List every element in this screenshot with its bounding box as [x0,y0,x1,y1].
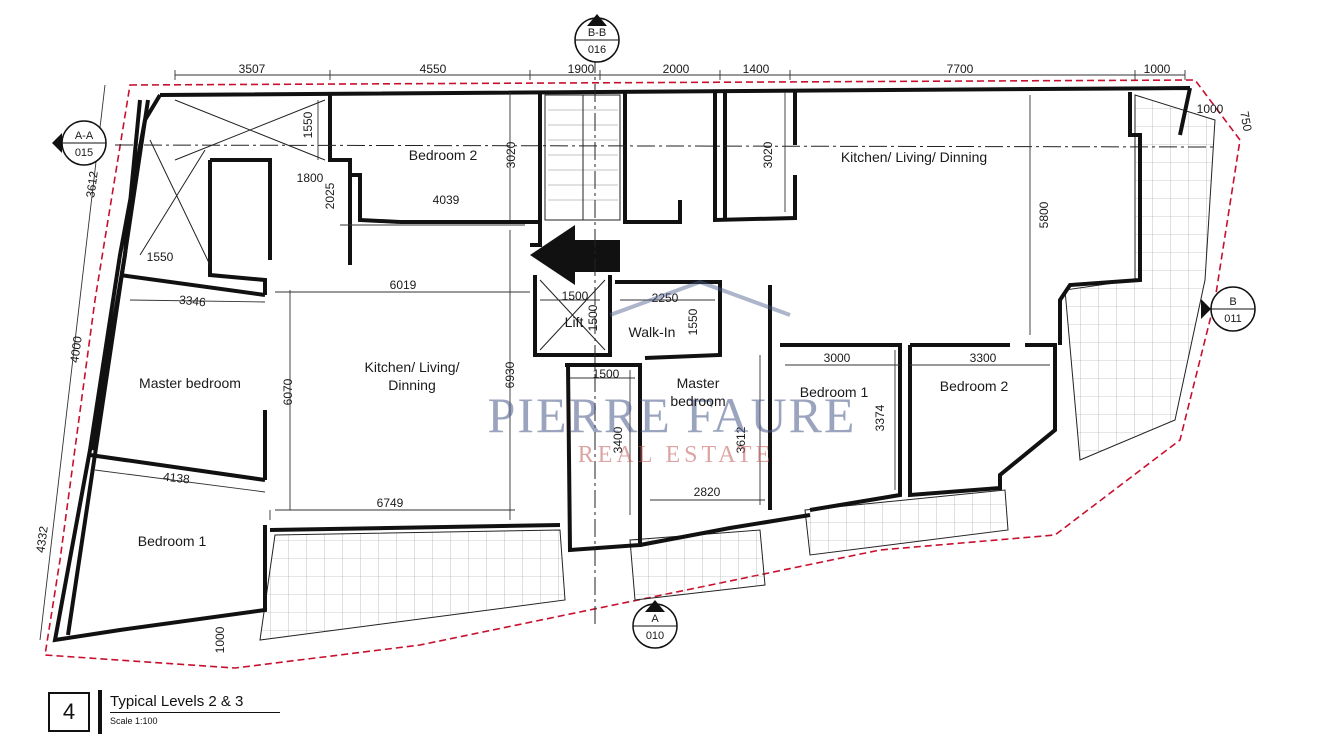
entrance-arrow [530,225,620,285]
room-walk-in: Walk-In [629,324,676,340]
marker-aa-top: A-A [75,130,94,142]
watermark-name: PIERRE FAURE [488,387,857,443]
dim-top-2000: 2000 [663,62,690,76]
dim-4138: 4138 [162,470,190,487]
dim-1500-b: 1500 [586,304,600,331]
marker-b-bottom: 011 [1224,313,1242,325]
terrace-right [804,489,1009,556]
dim-3400: 3400 [611,426,625,453]
dim-3612-b: 3612 [734,426,748,453]
room-master-bedroom-left: Master bedroom [139,375,241,391]
center-line-h [114,144,1216,148]
drawing-title: Typical Levels 2 & 3 [110,693,244,710]
dim-2025: 2025 [323,182,337,209]
dimension-lines [39,70,1186,641]
dim-1500-a: 1500 [562,289,589,303]
watermark-subtitle: REAL ESTATE [578,442,775,468]
dim-3020-b: 3020 [761,141,775,168]
terrace-mid [629,529,766,601]
title-block: 4 Typical Levels 2 & 3 Scale 1:100 [48,690,328,734]
room-bedroom2-right: Bedroom 2 [940,378,1009,394]
room-kitchen-left-1: Kitchen/ Living/ [365,359,460,375]
room-bedroom2-left: Bedroom 2 [409,147,478,163]
room-bedroom1-left: Bedroom 1 [138,533,207,549]
marker-aa-bottom: 015 [75,147,93,159]
dim-3374: 3374 [873,404,887,431]
section-marker-bb: B-B 016 [574,14,620,63]
outer-wall [52,86,1192,643]
dim-6019: 6019 [390,278,417,292]
outer-wall-left-inner [66,99,150,636]
dim-3346: 3346 [178,293,206,310]
section-marker-a: A 010 [632,600,678,649]
dim-top-1000: 1000 [1144,62,1171,76]
dim-top-7700: 7700 [947,62,974,76]
dim-bottom-1000: 1000 [213,626,227,653]
dim-left-4332: 4332 [33,525,51,554]
section-marker-aa: A-A 015 [52,120,107,166]
interior-walls [89,92,1142,553]
dim-left-3612: 3612 [83,170,101,199]
dim-2250: 2250 [652,291,679,305]
marker-b-top: B [1229,296,1236,308]
watermark: PIERRE FAURE REAL ESTATE [488,279,857,468]
terrace-left [259,529,566,641]
dim-3020-a: 3020 [504,141,518,168]
room-master-bedroom-right-2: bedroom [670,393,725,409]
marker-a-top: A [651,613,659,625]
plot-boundary [44,79,1241,669]
dim-1550-horiz: 1550 [147,250,174,264]
stairs [544,94,621,221]
dim-6930: 6930 [503,361,517,388]
room-master-bedroom-right-1: Master [677,375,720,391]
dim-top-right-750: 750 [1237,110,1254,132]
dim-3300: 3300 [970,351,997,365]
room-lift: Lift [565,314,584,330]
dim-2820: 2820 [694,485,721,499]
dim-top-1400: 1400 [743,62,770,76]
marker-a-bottom: 010 [646,630,664,642]
dim-top-1900: 1900 [568,62,595,76]
dim-3000: 3000 [824,351,851,365]
dim-top-4550: 4550 [420,62,447,76]
dim-4039: 4039 [433,193,460,207]
dim-6070: 6070 [281,378,295,405]
room-kitchen-left-2: Dinning [388,377,435,393]
dim-6749: 6749 [377,496,404,510]
dim-top-right-1000: 1000 [1197,102,1224,116]
dim-1500-c: 1500 [593,367,620,381]
void-cross [139,99,326,266]
room-bedroom1-right: Bedroom 1 [800,384,869,400]
drawing-scale: Scale 1:100 [110,716,158,726]
section-marker-b: B 011 [1201,286,1256,332]
dim-1550-vert: 1550 [301,111,315,138]
dim-top-3507: 3507 [239,62,266,76]
dim-1550-c: 1550 [686,308,700,335]
drawing-number: 4 [48,692,90,732]
title-underline [110,712,280,713]
lift-cross [539,279,606,351]
title-divider [98,690,102,734]
marker-bb-bottom: 016 [588,44,606,56]
dim-left-4000: 4000 [67,335,85,364]
room-kitchen-right: Kitchen/ Living/ Dinning [841,149,987,165]
dim-5800: 5800 [1037,201,1051,228]
marker-bb-top: B-B [588,27,606,39]
dim-1800: 1800 [297,171,324,185]
